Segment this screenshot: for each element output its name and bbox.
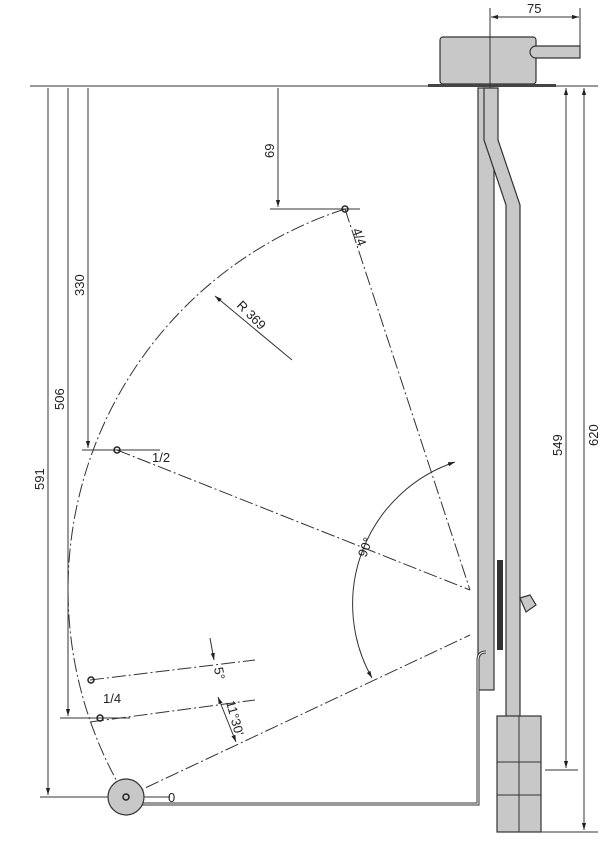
- guide-tube: [477, 87, 537, 719]
- angle-90-label: 90°: [355, 535, 376, 559]
- label-empty: 0: [168, 790, 175, 805]
- dim-506-label: 506: [52, 388, 67, 410]
- float-arm: [130, 650, 487, 806]
- dim-330-label: 330: [72, 274, 87, 296]
- label-half: 1/2: [152, 450, 170, 465]
- dim-549-label: 549: [550, 434, 565, 456]
- angle-5-label: 5°: [211, 666, 228, 681]
- angle-arc: [352, 461, 456, 679]
- dim-69-label: 69: [262, 144, 277, 158]
- sensor-housing: [428, 8, 581, 100]
- float: [496, 715, 542, 833]
- swing-arc: [67, 208, 346, 798]
- dim-620-label: 620: [586, 424, 601, 446]
- position-points: [87, 205, 349, 816]
- dim-75-label: 75: [527, 1, 541, 16]
- label-full: 4/4: [349, 226, 369, 248]
- radius-label: R 369: [234, 298, 269, 333]
- dim-591-label: 591: [32, 468, 47, 490]
- label-quarter: 1/4: [103, 691, 121, 706]
